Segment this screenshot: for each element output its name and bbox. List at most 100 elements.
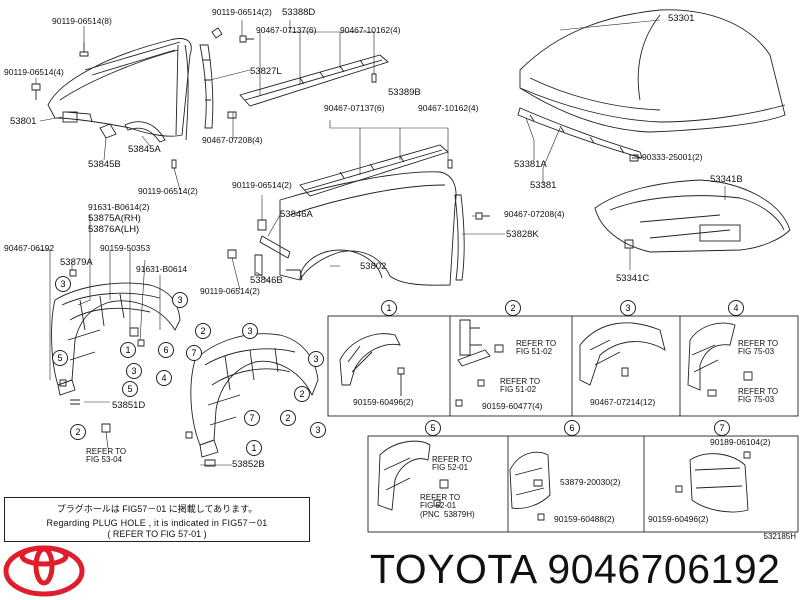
callout-circle: 2	[70, 424, 86, 440]
detail-panel-grid	[327, 315, 799, 533]
detail-4-ref-b: REFER TO FIG 75-03	[738, 387, 779, 405]
plug-hole-note: プラグホールは FIG57－01 に掲載してあります。 Regarding PL…	[4, 497, 310, 542]
detail-number-2: 2	[505, 300, 521, 316]
detail-6-part-a: 53879-20030(2)	[560, 477, 621, 487]
note-line-japanese: プラグホールは FIG57－01 に掲載してあります。	[56, 504, 258, 514]
detail-5-ref-a: REFER TO FIG 52-01	[432, 455, 473, 473]
callout-circle: 7	[186, 345, 202, 361]
callout-circle: 7	[244, 410, 260, 426]
label-90467-07137-a: 90467-07137(6)	[256, 25, 317, 35]
label-53879a: 53879A	[60, 257, 93, 268]
detail-number-6: 6	[564, 420, 580, 436]
detail-7-part-a: 90189-06104(2)	[710, 437, 771, 447]
detail-number-7: 7	[714, 420, 730, 436]
label-53852b: 53852B	[232, 459, 265, 470]
label-90159-50353: 90159-50353	[100, 243, 151, 253]
detail-3-part: 90467-07214(12)	[590, 397, 656, 407]
strip-53828k	[454, 194, 490, 281]
inner-liner-lower	[190, 333, 319, 458]
label-91631-a: 91631-B0614(2)	[88, 202, 150, 212]
moulding-53388d	[239, 54, 389, 107]
label-90119-mid: 90119-06514(2)	[138, 186, 198, 196]
label-53381: 53381	[530, 180, 557, 191]
label-53341b: 53341B	[710, 174, 743, 185]
detail-4-sketch	[687, 322, 753, 397]
label-53846b: 53846B	[250, 275, 283, 286]
label-53846a: 53846A	[280, 209, 313, 220]
callout-circle: 3	[55, 276, 71, 292]
label-90119-fender: 90119-06514(2)	[232, 180, 292, 190]
detail-2-part: 90159-60477(4)	[482, 401, 543, 411]
note-line-english: Regarding PLUG HOLE , it is indicated in…	[46, 518, 268, 528]
detail-2-ref-b: REFER TO FIG 51-02	[500, 377, 541, 395]
leader-lines	[35, 19, 726, 466]
detail-number-3: 3	[620, 300, 636, 316]
detail-6-part-b: 90159-60488(2)	[554, 514, 615, 524]
label-90467-07208-b: 90467-07208(4)	[504, 209, 565, 219]
toyota-logo	[3, 545, 85, 597]
detail-6-sketch	[509, 451, 551, 521]
label-53827l: 53827L	[250, 66, 282, 77]
front-fender-main	[279, 171, 457, 286]
fender-liner-strip	[199, 44, 214, 129]
callout-circle: 2	[195, 323, 211, 339]
callout-circle: 5	[122, 381, 138, 397]
label-90119-left: 90119-06514(4)	[4, 67, 64, 77]
detail-number-5: 5	[425, 420, 441, 436]
label-53802: 53802	[360, 261, 387, 272]
seal-53845a	[124, 121, 166, 143]
label-90467-07208-a: 90467-07208(4)	[202, 135, 263, 145]
callout-circle: 1	[120, 342, 136, 358]
callout-circle: 3	[310, 422, 326, 438]
hood-seal	[517, 107, 643, 159]
callout-circle: 4	[156, 370, 172, 386]
label-53851d: 53851D	[112, 400, 146, 411]
detail-2-sketch	[455, 319, 504, 407]
label-90333: 90333-25001(2)	[642, 152, 703, 162]
callout-circle: 3	[172, 292, 188, 308]
detail-5-sketch	[377, 440, 449, 511]
hood-insulator	[594, 179, 791, 253]
label-53388d: 53388D	[282, 7, 316, 18]
label-90467-10162-a: 90467-10162(4)	[340, 25, 401, 35]
label-90467-07137-b: 90467-07137(6)	[324, 103, 385, 113]
detail-7-sketch	[675, 451, 751, 513]
label-53828k: 53828K	[506, 229, 539, 240]
label-53381a: 53381A	[514, 159, 547, 170]
label-53389b: 53389B	[388, 87, 421, 98]
callout-circle: 2	[294, 386, 310, 402]
refer-fig-53-04: REFER TO FIG 53-04	[86, 447, 127, 465]
label-90119-bottom: 90119-06514(2)	[200, 286, 260, 296]
label-53801: 53801	[10, 116, 37, 127]
clip-53845b	[99, 123, 117, 139]
label-91631-b: 91631-B0614	[136, 264, 188, 274]
label-53845b: 53845B	[88, 159, 121, 170]
diagram-code: 532185H	[763, 532, 796, 541]
inner-liner-upper	[51, 282, 181, 396]
detail-3-sketch	[579, 322, 666, 386]
detail-number-1: 1	[381, 300, 397, 316]
liner-fasteners	[59, 269, 216, 467]
callout-circle: 5	[52, 350, 68, 366]
hood-clip	[629, 154, 639, 162]
detail-4-ref-a: REFER TO FIG 75-03	[738, 339, 779, 357]
label-53301: 53301	[668, 13, 695, 24]
callout-circle: 3	[308, 351, 324, 367]
label-53876a: 53876A(LH)	[88, 224, 140, 235]
detail-5-ref-b: REFER TO FIG 52-01 (PNC 53879H)	[420, 493, 475, 519]
callout-circle: 1	[246, 440, 262, 456]
label-53341c: 53341C	[616, 273, 650, 284]
label-53875a: 53875A(RH)	[88, 213, 141, 224]
label-90467-06192: 90467-06192	[4, 243, 55, 253]
hood	[519, 9, 786, 133]
front-fender-upper-left	[47, 38, 192, 141]
label-53845a: 53845A	[128, 144, 161, 155]
detail-2-ref-a: REFER TO FIG 51-02	[516, 339, 557, 357]
callout-circle: 3	[242, 323, 258, 339]
brand-part-number: TOYOTA 9046706192	[370, 546, 781, 592]
bolts-upper-left	[31, 27, 254, 169]
detail-number-4: 4	[728, 300, 744, 316]
bracket-53846a	[227, 219, 291, 276]
callout-circle: 6	[158, 342, 174, 358]
